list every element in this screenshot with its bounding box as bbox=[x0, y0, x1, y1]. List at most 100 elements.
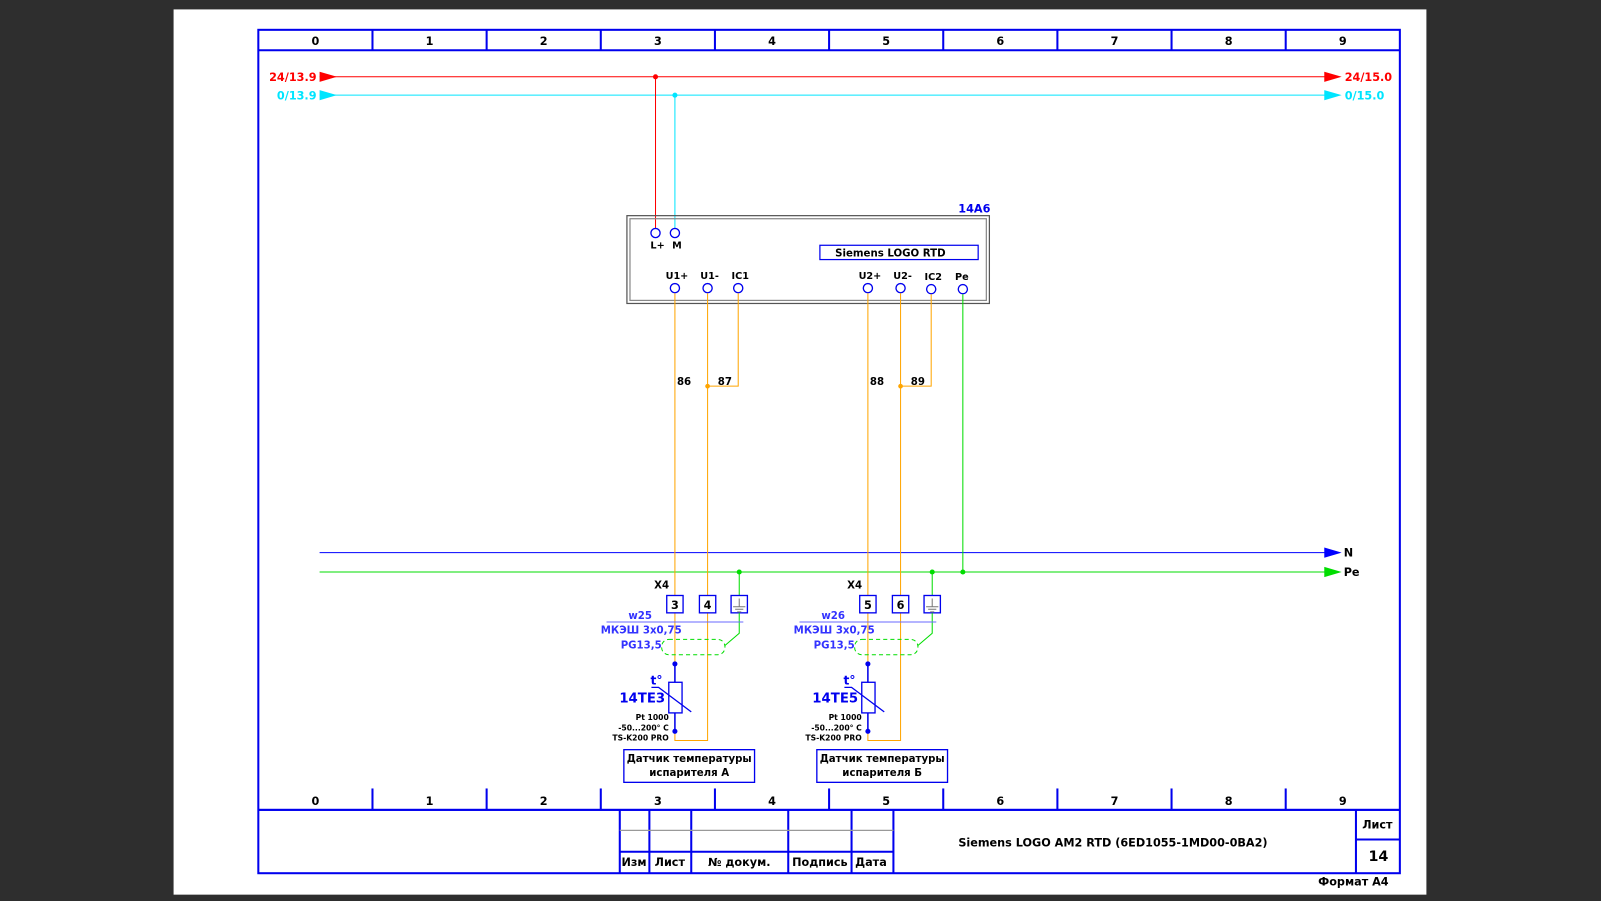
sensor-model: TS-K200 PRO bbox=[805, 733, 862, 742]
logo-rtd-module: 14A6 Siemens LOGO RTD bbox=[626, 203, 991, 305]
arrow-icon bbox=[1324, 71, 1342, 82]
bus-plus-left: 24/13.9 bbox=[269, 71, 317, 84]
module-tag: 14A6 bbox=[958, 203, 990, 216]
ruler-label: 4 bbox=[768, 795, 776, 808]
ruler-label: 8 bbox=[1225, 35, 1233, 48]
header-date: Дата bbox=[855, 856, 887, 869]
ruler-label: 5 bbox=[882, 35, 890, 48]
temp-symbol: t° bbox=[651, 673, 663, 687]
ruler-label: 0 bbox=[311, 795, 319, 808]
terminal-number: 6 bbox=[897, 599, 905, 612]
title-block-text: Изм Лист № докум. Подпись Дата Siemens L… bbox=[622, 818, 1394, 888]
rtd-sensor-icon bbox=[861, 681, 876, 714]
ruler-label: 2 bbox=[540, 35, 548, 48]
arrow-icon bbox=[1324, 566, 1342, 578]
bus-n-label: N bbox=[1344, 547, 1353, 560]
wire-label: 88 bbox=[870, 377, 884, 388]
header-izm: Изм bbox=[622, 856, 647, 869]
arrow-icon bbox=[319, 90, 337, 101]
ruler-label: 0 bbox=[311, 35, 319, 48]
ruler-label: 1 bbox=[426, 795, 434, 808]
terminal-icon bbox=[669, 282, 681, 294]
signal-wires: 86 87 88 89 bbox=[674, 293, 966, 741]
ruler-label: 6 bbox=[996, 795, 1004, 808]
terminal-strip-label: X4 bbox=[654, 580, 669, 591]
cable-label: w26 bbox=[821, 611, 845, 622]
terminal-icon bbox=[925, 283, 937, 295]
cable-gland: PG13,5 bbox=[814, 641, 855, 652]
temp-symbol: t° bbox=[844, 673, 856, 687]
format-label: Формат А4 bbox=[1318, 875, 1389, 888]
power-buses: 24/13.9 24/15.0 0/13.9 0/15.0 N Pe bbox=[269, 71, 1392, 579]
terminal-icon bbox=[862, 282, 874, 294]
ruler-label: 4 bbox=[768, 35, 776, 48]
terminal-icon bbox=[650, 227, 661, 239]
arrow-icon bbox=[1324, 90, 1342, 101]
paper bbox=[173, 9, 1427, 895]
cable-label: w25 bbox=[628, 611, 652, 622]
cable-type: МКЭШ 3x0,75 bbox=[601, 625, 682, 636]
terminal-label: U1+ bbox=[666, 271, 689, 282]
cable-gland: PG13,5 bbox=[621, 641, 662, 652]
terminal-label: Pe bbox=[955, 272, 969, 283]
sensor-description: Датчик температуры bbox=[820, 754, 945, 765]
terminal-icon bbox=[702, 282, 713, 294]
terminal-label: M bbox=[672, 240, 682, 251]
sensor-tag: 14TE5 bbox=[812, 692, 858, 707]
title-block bbox=[258, 808, 1400, 874]
sensor-range: -50...200° C bbox=[811, 723, 862, 732]
ground-icon bbox=[926, 598, 939, 613]
sensor-description: испарителя А bbox=[649, 768, 729, 779]
ruler-label: 3 bbox=[654, 795, 662, 808]
terminal-label: U1- bbox=[700, 271, 719, 282]
ruler-label: 1 bbox=[426, 35, 434, 48]
sensor-model: TS-K200 PRO bbox=[612, 733, 669, 742]
wire-label: 87 bbox=[718, 377, 732, 388]
cable-shield bbox=[854, 638, 919, 656]
drawing-title: Siemens LOGO AM2 RTD (6ED1055-1MD00-0BA2… bbox=[958, 837, 1267, 850]
cable-shield bbox=[661, 638, 726, 656]
sensor-type: Pt 1000 bbox=[829, 713, 862, 722]
rtd-sensor-icon bbox=[668, 681, 683, 714]
arrow-icon bbox=[319, 71, 337, 82]
header-sign: Подпись bbox=[792, 856, 848, 869]
terminal-label: IC2 bbox=[925, 272, 942, 283]
terminal-label: U2+ bbox=[859, 271, 882, 282]
sensor-tag: 14TE3 bbox=[619, 692, 665, 707]
sensor-range: -50...200° C bbox=[618, 723, 669, 732]
cable-type: МКЭШ 3x0,75 bbox=[794, 625, 875, 636]
terminal-number: 5 bbox=[864, 599, 872, 612]
ruler-label: 7 bbox=[1111, 35, 1119, 48]
ruler-label: 3 bbox=[654, 35, 662, 48]
sensor-description: Датчик температуры bbox=[627, 754, 752, 765]
bus-pe-label: Pe bbox=[1344, 566, 1360, 579]
ruler-label: 2 bbox=[540, 795, 548, 808]
terminal-number: 3 bbox=[671, 599, 679, 612]
terminal-icon bbox=[669, 227, 681, 239]
sheet-number: 14 bbox=[1368, 849, 1388, 865]
sensor-description: испарителя Б bbox=[842, 768, 922, 779]
terminal-strip-label: X4 bbox=[847, 580, 862, 591]
terminal-icon bbox=[895, 282, 906, 294]
ruler-label: 6 bbox=[996, 35, 1004, 48]
bus-plus-right: 24/15.0 bbox=[1345, 71, 1393, 84]
header-list: Лист bbox=[655, 856, 686, 869]
ruler-label: 5 bbox=[882, 795, 890, 808]
bus-zero-right: 0/15.0 bbox=[1345, 89, 1385, 102]
ruler-label: 9 bbox=[1339, 35, 1347, 48]
sensor-type: Pt 1000 bbox=[636, 713, 669, 722]
ruler-label: 9 bbox=[1339, 795, 1347, 808]
ground-icon bbox=[733, 598, 746, 613]
sheet-label: Лист bbox=[1362, 818, 1393, 831]
wire-label: 86 bbox=[677, 377, 691, 388]
terminal-label: U2- bbox=[893, 271, 912, 282]
terminal-label: L+ bbox=[650, 240, 664, 251]
wire-label: 89 bbox=[911, 377, 925, 388]
arrow-icon bbox=[1324, 547, 1342, 558]
module-name: Siemens LOGO RTD bbox=[835, 249, 945, 260]
ruler-label: 8 bbox=[1225, 795, 1233, 808]
header-doc: № докум. bbox=[708, 856, 771, 869]
